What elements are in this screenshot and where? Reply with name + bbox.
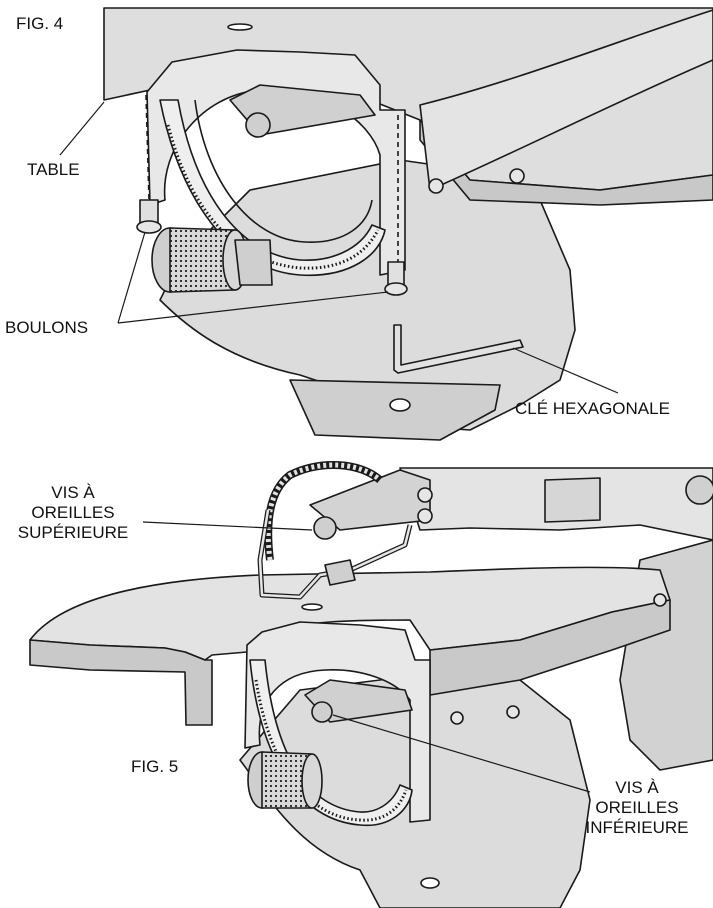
fig5-knob-face (301, 753, 323, 809)
fig5-bolt-1 (450, 711, 464, 725)
label-hex-key: CLÉ HEXAGONALE (515, 399, 670, 418)
fig5-upper-knob (313, 516, 337, 540)
leader-bolt-right (117, 291, 389, 324)
leader-table (59, 101, 105, 156)
fig4-table-slot (227, 23, 253, 31)
fig4-foot-hole (389, 398, 411, 412)
fig5-scale-ticks (254, 679, 408, 822)
fig4-arm-bolt-2 (509, 168, 525, 184)
fig5-arm-nut-2 (417, 508, 433, 524)
label-upper-thumbscrew-line3: SUPÉRIEURE (17, 523, 129, 542)
fig5-table-slot (301, 603, 323, 611)
label-bolts: BOULONS (5, 318, 89, 337)
fig5-arm-panel (544, 477, 601, 523)
fig4-scale-ticks (166, 124, 380, 270)
fig5-lower-knob (311, 701, 333, 723)
fig4-caption: FIG. 4 (16, 14, 64, 33)
leader-upper-thumbscrew (142, 521, 313, 531)
fig5-leaders (142, 521, 591, 793)
fig4-hex-key (393, 324, 524, 374)
label-lower-thumbscrew-line3: INFÉRIEURE (585, 818, 689, 837)
label-table: TABLE (27, 160, 80, 179)
fig5-foot-hole (420, 877, 440, 889)
fig5-bolt-2 (506, 705, 520, 719)
fig4-knob-shaft (234, 239, 273, 286)
fig4-inner-curve (194, 99, 373, 243)
fig5-table-edge (29, 639, 213, 726)
fig4-arm-bolt-1 (428, 178, 444, 194)
label-upper-thumbscrew-line2: OREILLES (31, 503, 115, 522)
label-upper-thumbscrew: VIS À OREILLES SUPÉRIEURE (4, 483, 142, 543)
fig4-upper-arm (419, 9, 713, 191)
fig5-arm-round-cap (685, 475, 713, 505)
label-lower-thumbscrew-line2: OREILLES (595, 798, 679, 817)
fig5-drawing (29, 460, 713, 908)
label-lower-thumbscrew: VIS À OREILLES INFÉRIEURE (566, 778, 708, 838)
fig5-arm-nut-1 (417, 487, 433, 503)
label-lower-thumbscrew-line1: VIS À (615, 778, 659, 797)
fig5-bolt-3 (653, 593, 667, 607)
leader-bolt-left (117, 231, 146, 324)
fig4-clamp-knob (245, 112, 271, 138)
fig5-guard-clamp (324, 559, 356, 586)
fig4-leaders (59, 101, 619, 394)
fig4-drawing (103, 7, 713, 441)
label-upper-thumbscrew-line1: VIS À (51, 483, 95, 502)
leader-hex-key (512, 347, 619, 394)
leader-lower-thumbscrew (332, 714, 591, 793)
fig5-caption: FIG. 5 (131, 757, 179, 776)
fig5-table-front-edge (429, 599, 671, 696)
